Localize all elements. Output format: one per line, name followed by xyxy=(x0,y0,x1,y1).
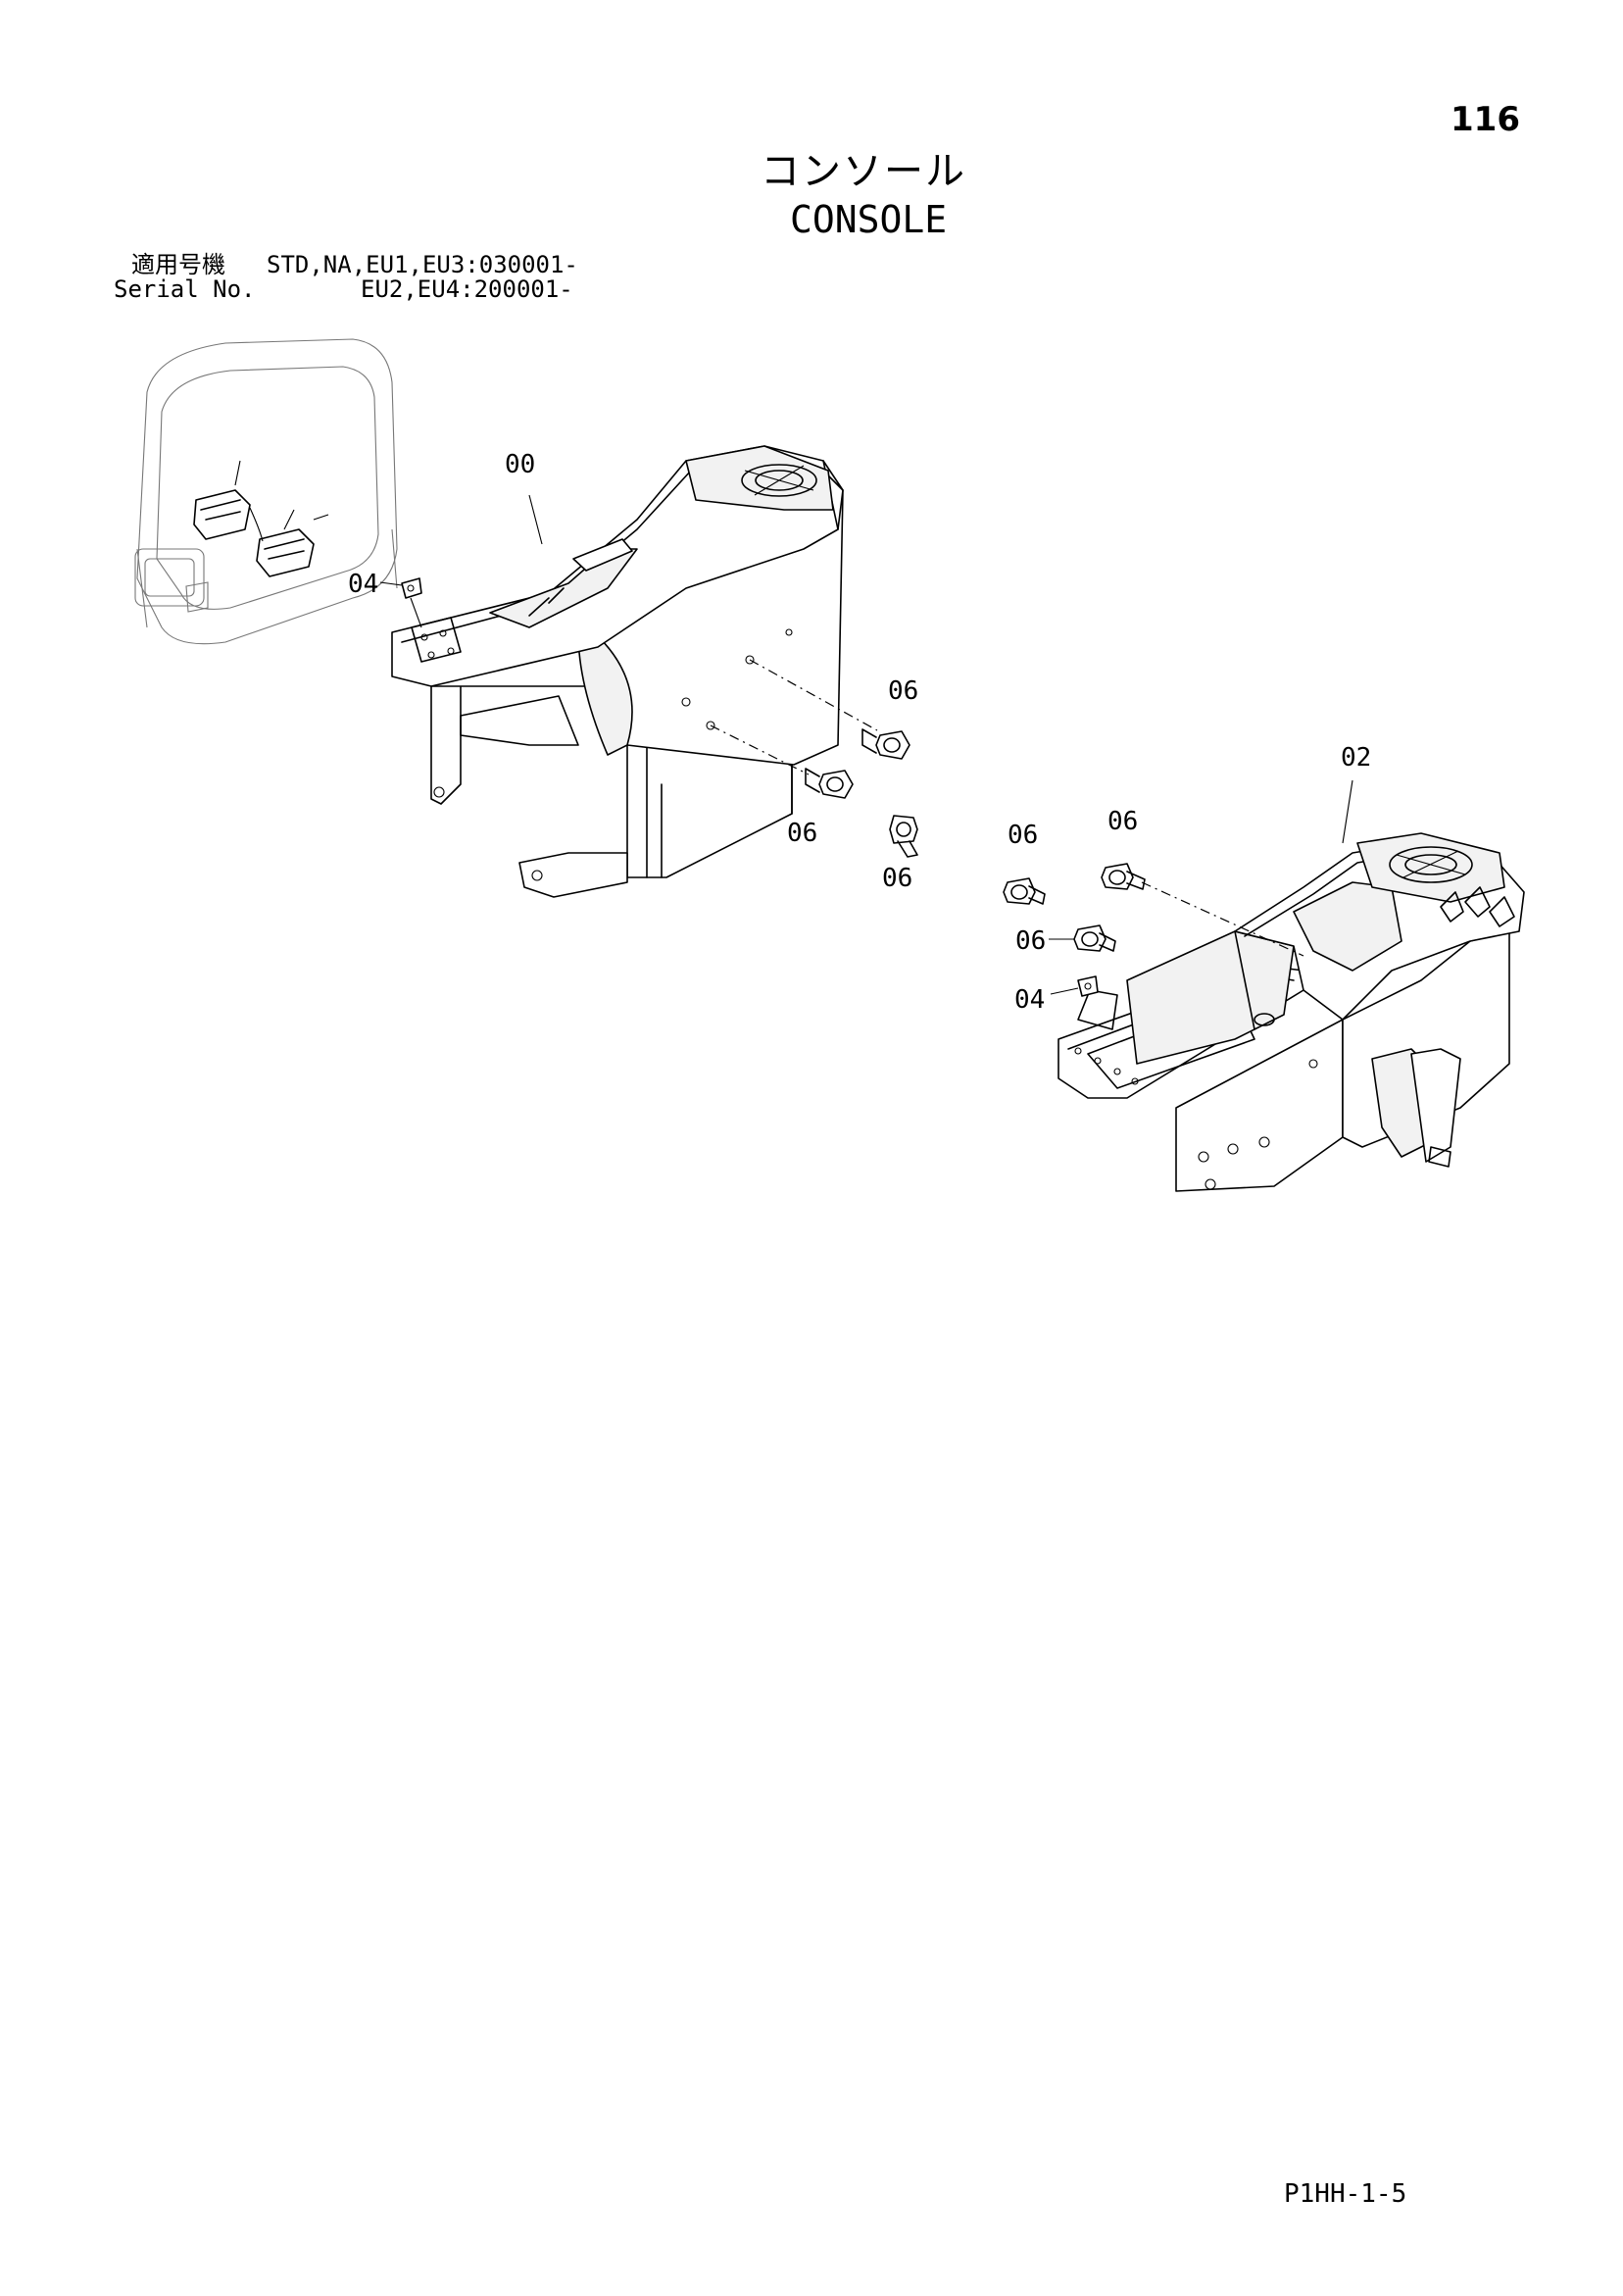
bolt-axis-lower xyxy=(1141,881,1304,957)
flange-bolt-icon xyxy=(1101,863,1146,890)
flange-bolt-icon xyxy=(805,768,854,799)
callout-06-c: 06 xyxy=(882,864,912,893)
footer-code: P1HH-1-5 xyxy=(1284,2179,1407,2209)
flange-bolt-icon xyxy=(1003,877,1046,905)
serial-label-english: Serial No. xyxy=(114,275,256,303)
callout-06-a: 06 xyxy=(888,676,918,706)
serial-range-line-2: EU2,EU4:200001- xyxy=(361,275,573,303)
callout-00: 00 xyxy=(505,450,535,479)
callout-06-b: 06 xyxy=(787,819,817,848)
flange-bolt-icon xyxy=(861,728,910,760)
callout-02: 02 xyxy=(1341,743,1371,773)
callout-06-f: 06 xyxy=(1015,926,1046,956)
callout-06-d: 06 xyxy=(1107,807,1138,836)
leader-04-lower xyxy=(1050,987,1079,995)
page-title-japanese: コンソール xyxy=(761,149,966,194)
leader-00 xyxy=(528,494,543,545)
page-title-english: CONSOLE xyxy=(790,198,948,241)
callout-06-e: 06 xyxy=(1008,821,1038,850)
flange-bolt-icon xyxy=(1073,924,1116,952)
console-assembly-02 xyxy=(1057,832,1525,1192)
cab-locator-icon xyxy=(134,338,398,645)
page-number: 116 xyxy=(1451,100,1520,139)
leader-04-upper xyxy=(379,581,403,586)
console-assembly-00 xyxy=(391,445,844,898)
callout-04-upper: 04 xyxy=(348,570,378,599)
serial-range-line-1: STD,NA,EU1,EU3:030001- xyxy=(267,251,578,278)
callout-04-lower: 04 xyxy=(1014,985,1045,1015)
serial-label-japanese: 適用号機 xyxy=(131,251,225,278)
bolt-axis-upper-1 xyxy=(749,659,878,731)
bolt-axis-upper-2 xyxy=(710,724,810,775)
leader-02 xyxy=(1342,779,1353,844)
flange-bolt-icon xyxy=(889,815,918,858)
